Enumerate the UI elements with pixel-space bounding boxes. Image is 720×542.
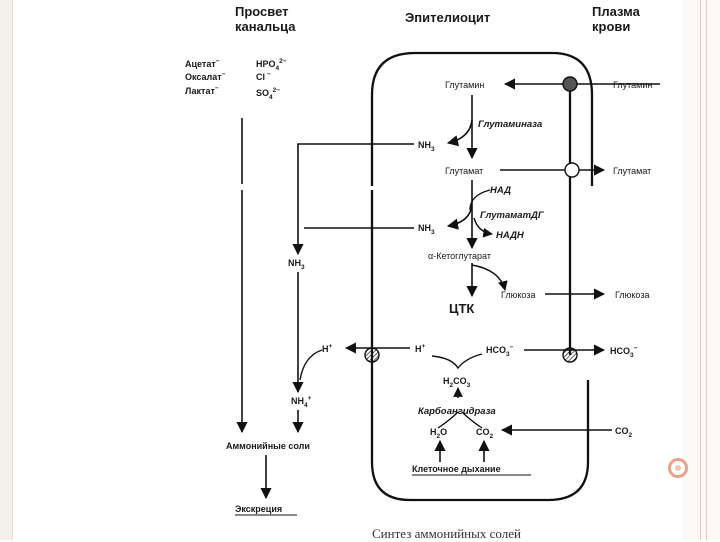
label-excretion: Экскреция (235, 504, 282, 514)
label-hco3-cell: HCO3− (486, 344, 514, 358)
label-ketoglutarate: α-Кетоглутарат (428, 251, 491, 261)
slide-decoration-circle-icon (668, 458, 688, 478)
arrow-to-glucose (471, 264, 508, 291)
label-ammonium-salts: Аммонийные соли (226, 441, 310, 451)
label-glutamate-cell: Глутамат (445, 166, 483, 176)
h2o-to-ca (437, 411, 459, 429)
ion-so4: SO42− (256, 87, 280, 101)
diagram-caption: Синтез аммонийных солей (372, 526, 521, 541)
label-nh3-2: NH3 (418, 223, 435, 236)
label-h-lumen: H+ (322, 343, 333, 354)
co2-to-ca (461, 411, 483, 429)
label-glucose-plasma: Глюкоза (615, 290, 649, 300)
label-hco3-plasma: HCO3− (610, 345, 638, 359)
cell-membrane-bottom (370, 190, 590, 502)
label-nh3-lumen: NH3 (288, 258, 305, 271)
nad-curve (469, 189, 491, 211)
label-carbonic-anhydrase: Карбоангидраза (418, 406, 496, 417)
label-glutamate-dh: ГлутаматДГ (480, 210, 545, 221)
label-glucose-cell: Глюкоза (501, 290, 535, 300)
ion-cl: Cl − (256, 71, 271, 82)
label-co2-cell: CO2 (476, 427, 494, 440)
arrow-glutaminase-nh3 (446, 95, 473, 147)
label-co2-plasma: CO2 (615, 426, 633, 439)
ion-acetate: Ацетат− (185, 58, 220, 69)
label-h-cell: H+ (415, 343, 426, 354)
label-cellular-respiration: Клеточное дыхание (412, 464, 501, 474)
label-glutamine-cell: Глутамин (445, 80, 484, 90)
ion-lactate: Лактат− (185, 85, 219, 96)
label-ctk: ЦТК (449, 301, 474, 316)
glutamine-transporter-icon (562, 76, 578, 92)
slide-right-border (682, 0, 720, 540)
arrow-nh3-to-lumen (292, 143, 414, 256)
label-nadh: НАДН (496, 230, 525, 241)
label-h2co3: H2CO3 (443, 376, 471, 389)
glutamate-transporter-icon (564, 162, 580, 178)
header-plasma-line2: крови (592, 19, 630, 34)
label-h2o: H2O (430, 427, 447, 440)
header-cell: Эпителиоцит (405, 10, 490, 25)
label-glutamine-plasma: Глутамин (613, 80, 652, 90)
label-nh3-1: NH3 (418, 140, 435, 153)
hco3-exchanger-icon (562, 347, 578, 363)
cell-membrane-top (370, 51, 594, 186)
header-plasma-line1: Плазма (592, 4, 641, 19)
h-nh3-join (299, 349, 323, 381)
h-antiporter-icon (364, 347, 380, 363)
slide-left-border (0, 0, 13, 540)
header-lumen-line2: канальца (235, 19, 296, 34)
ion-hpo4: HPO42− (256, 58, 287, 72)
arrow-nadh (473, 217, 493, 238)
header-lumen-line1: Просвет (235, 4, 289, 19)
ion-oxalate: Оксалат− (185, 71, 226, 82)
slide-border-line (700, 0, 701, 540)
label-glutaminase: Глутаминаза (478, 119, 542, 130)
label-glutamate-plasma: Глутамат (613, 166, 651, 176)
label-nad: НАД (490, 185, 511, 196)
h2co3-dissociation (431, 353, 483, 370)
label-nh4: NH4+ (291, 395, 312, 409)
slide-border-line (706, 0, 707, 540)
arrow-gdh-nh3 (446, 204, 473, 230)
